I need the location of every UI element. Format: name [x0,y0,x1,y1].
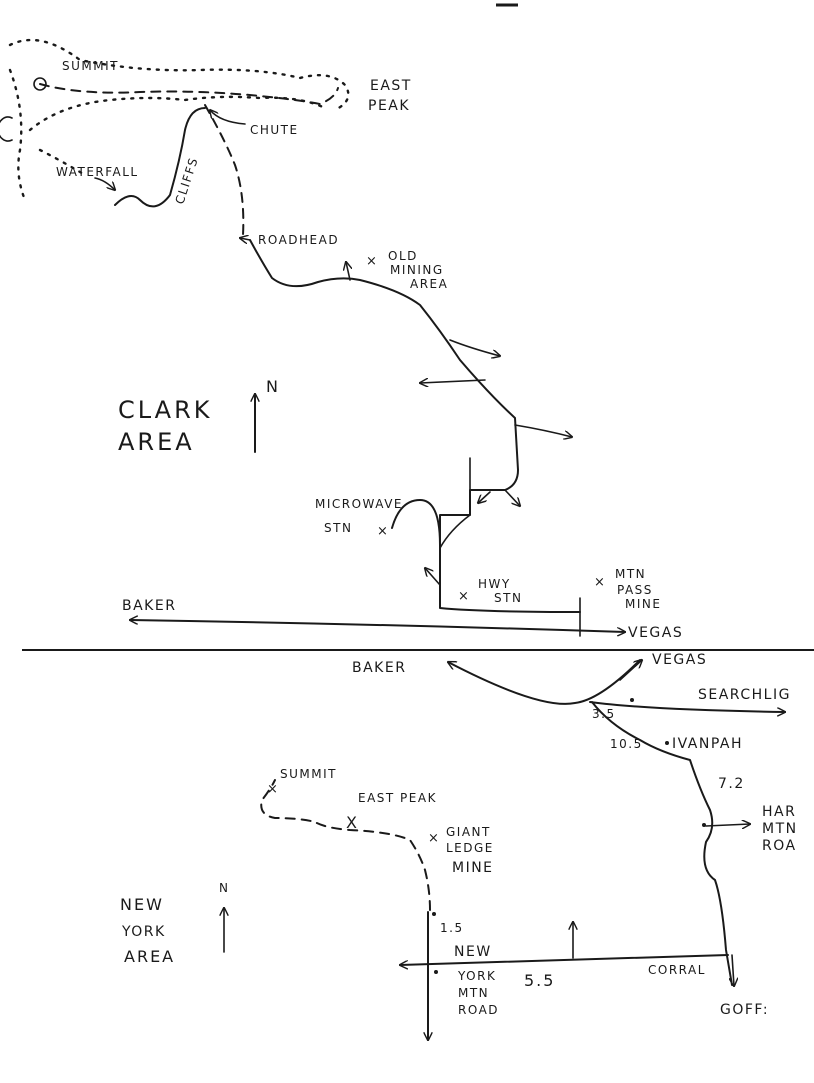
hart-road [705,824,750,826]
mile-7-2-label: 7.2 [718,776,745,792]
ny-mtn-road [400,954,729,965]
searchlight-label: SEARCHLIG [698,687,791,703]
baker-label-ny: BAKER [352,660,406,676]
old-mining-marker: × [366,254,377,269]
side-road-southeast [504,489,520,506]
summit-trail [39,83,339,105]
dot-ivanpah [665,741,669,745]
hwy-stn-label-2: STN [494,591,522,605]
ny-east-peak-marker: X [346,813,359,832]
mile-3-5-label: 3.5 [592,707,616,721]
chute-label: CHUTE [250,123,299,137]
ny-title-3: AREA [124,947,175,966]
baker-label-clark: BAKER [122,598,176,614]
clark-title-2: AREA [118,428,195,456]
mtn-pass-label-1: MTN [615,567,646,581]
clark-north-label: N [266,377,280,396]
ridge-hatch-inner [28,95,327,132]
vegas-label-ny: VEGAS [652,652,707,668]
main-road [249,239,581,613]
east-peak-label-2: PEAK [368,98,410,114]
roadhead-label: ROADHEAD [258,233,339,247]
summit-label: SUMMIT [62,59,119,73]
roadhead-mark [240,238,251,240]
ny-north-label: N [219,881,229,895]
interstate-ny [448,659,641,705]
waterfall-pointer [94,177,115,190]
hart-label-2: MTN [762,821,798,837]
vegas-label-clark: VEGAS [628,625,683,641]
ny-road-label-3: MTN [458,986,489,1000]
microwave-label-2: STN [324,521,352,535]
dot-1-5 [432,912,436,916]
microwave-road [391,499,441,546]
ridge-hatch-south [38,148,87,177]
side-road-east-2 [514,424,572,437]
ny-title-1: NEW [120,895,164,914]
mile-10-5-label: 10.5 [610,737,643,751]
chute-pointer [210,110,246,125]
microwave-diagonal [439,514,471,549]
side-road-old-mining [346,262,350,281]
ridge-hatch-west [8,68,27,202]
clark-title-1: CLARK [118,396,213,424]
microwave-marker: × [377,524,388,539]
mile-1-5-label: 1.5 [440,921,464,935]
dot-hart [702,823,706,827]
side-road-south [478,491,491,503]
interstate-clark [129,620,625,632]
goffs-label: GOFF: [720,1002,769,1018]
ivanpah-label: IVANPAH [672,736,743,752]
ivanpah-road [591,701,733,986]
clark-area-map: × × × × SUMMIT EAST PEAK CHUTE WATERFALL… [0,38,683,641]
giant-ledge-label-1: GIANT [446,825,491,839]
ny-summit-label: SUMMIT [280,767,337,781]
dot-3-5 [630,698,634,702]
ny-summit-marker: × [267,782,278,797]
giant-ledge-label-3: MINE [452,860,494,876]
mtn-pass-label-2: PASS [617,583,653,597]
hart-label-1: HAR [762,804,796,820]
giant-ledge-marker: × [428,831,439,846]
ny-road-label-1: NEW [454,944,492,960]
summit-marker [33,77,47,91]
chute-trail [204,104,245,236]
ridge-hatch-outer [8,38,350,112]
mile-5-5-label: 5.5 [524,971,555,990]
waterfall-label: WATERFALL [56,165,139,179]
old-mining-label-2: MINING [390,263,444,277]
old-mining-label-3: AREA [410,277,448,291]
old-mining-label-1: OLD [388,249,418,263]
east-peak-label-1: EAST [370,78,412,94]
side-road-west-1 [420,380,486,383]
mtn-pass-marker: × [594,575,605,590]
ny-road-label-4: ROAD [458,1003,499,1017]
goffs-arrow [732,954,734,986]
cliffs-line [114,107,206,208]
microwave-label-1: MICROWAVE [315,497,403,511]
corral-label: CORRAL [648,963,706,977]
giant-ledge-label-2: LEDGE [446,841,494,855]
ny-title-2: YORK [121,924,166,940]
mtn-pass-label-3: MINE [625,597,661,611]
ny-road-label-2: YORK [457,969,496,983]
side-road-east-1 [449,339,500,356]
new-york-area-map: × X × BAKER VEGAS SEARCHLIG 3.5 10.5 IVA… [120,652,798,1041]
hart-label-3: ROA [762,838,797,854]
vegas-pointer [619,660,642,681]
ny-east-peak-label: EAST PEAK [358,791,437,805]
hwy-stn-label-1: HWY [478,577,511,591]
searchlight-road [589,701,786,712]
edge-circle [0,116,13,142]
dot-ny-road [434,970,438,974]
cliffs-label: CLIFFS [173,155,201,206]
hwy-stn-marker: × [458,589,469,604]
side-road-hwy [425,568,441,586]
